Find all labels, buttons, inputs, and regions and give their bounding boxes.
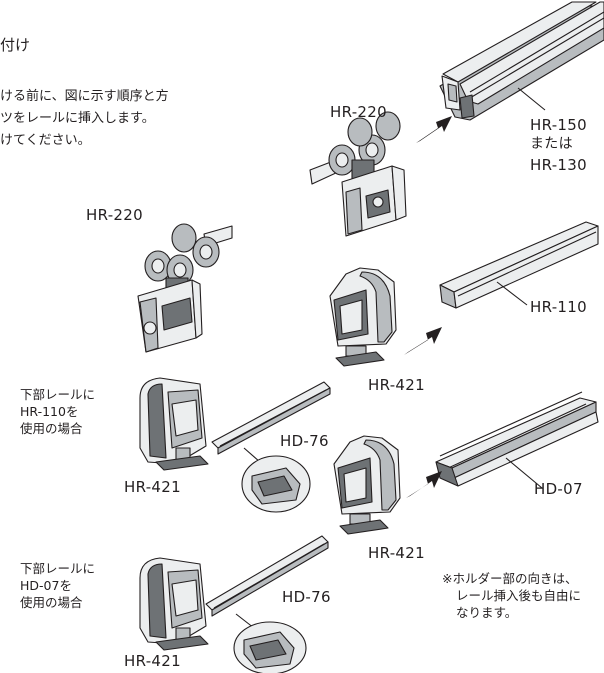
section-title: 付け: [0, 36, 31, 54]
guide-hr421-lower: [333, 435, 401, 535]
guide-hr421-left-upper: [139, 377, 209, 471]
condition-line: 下部レールに: [20, 561, 96, 576]
rail-hr150-hr130: [439, 1, 604, 121]
label-hr421-left-upper: HR-421: [124, 478, 181, 496]
insert-arrow-icon: [406, 471, 442, 498]
label-hd76-lower: HD-76: [282, 588, 331, 606]
intro-line: ける前に、図に示す順序と方: [0, 89, 169, 104]
label-hr421-left-lower: HR-421: [124, 652, 181, 670]
label-hr130: HR-130: [530, 156, 587, 174]
label-hr421-mid: HR-421: [368, 376, 425, 394]
hanger-hr220-top: [309, 111, 407, 237]
condition-line: HD-07を: [20, 578, 72, 593]
condition-line: 使用の場合: [20, 421, 83, 436]
leader-hr110: [496, 281, 528, 306]
label-hr220-top: HR-220: [330, 103, 387, 121]
label-hd07: HD-07: [534, 480, 583, 498]
label-hr110: HR-110: [530, 298, 587, 316]
insert-arrow-icon: [404, 327, 442, 355]
rail-hd07: [435, 391, 599, 487]
hanger-hr220-left: [137, 223, 233, 353]
label-hr220-left: HR-220: [86, 206, 143, 224]
leader-hd07: [505, 457, 543, 489]
label-or: または: [530, 136, 573, 152]
label-hd76-upper: HD-76: [280, 432, 329, 450]
note-line: ※ホルダー部の向きは、: [442, 571, 578, 586]
intro-line: ツをレールに挿入します。: [0, 111, 155, 126]
strip-hd76-lower: [205, 535, 329, 673]
note-line: なります。: [456, 605, 518, 620]
intro-line: けてください。: [0, 133, 91, 148]
rail-hr110: [439, 221, 599, 309]
insert-arrow-icon: [416, 116, 452, 143]
condition-line: 下部レールに: [20, 387, 96, 402]
leader-hr150: [517, 87, 546, 111]
guide-hr421-mid: [329, 267, 397, 367]
strip-hd76-upper: [211, 381, 331, 513]
condition-line: 使用の場合: [20, 595, 83, 610]
guide-hr421-left-lower: [139, 557, 209, 651]
condition-line: HR-110を: [20, 404, 79, 419]
note-line: レール挿入後も自由に: [456, 588, 582, 603]
label-hr150: HR-150: [530, 116, 587, 134]
label-hr421-lower: HR-421: [368, 544, 425, 562]
